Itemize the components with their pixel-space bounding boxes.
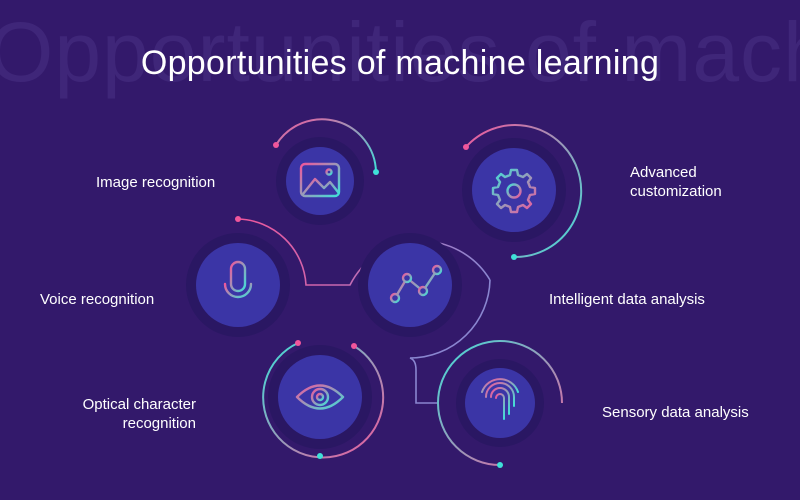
arc-dot-pink (295, 340, 301, 346)
node-image-recognition (273, 118, 379, 225)
microphone-icon (223, 260, 253, 310)
label-optical-character-recognition: Optical character recognition (82, 396, 196, 432)
arc-dot-pink (463, 144, 469, 150)
node-arc (437, 340, 563, 466)
node-advanced-customization (462, 124, 583, 260)
arc-dot-cyan (317, 453, 323, 459)
gear-icon (491, 168, 537, 214)
node-arc (275, 118, 377, 173)
fingerprint-icon (481, 378, 519, 422)
label-advanced-customization: Advanced customization (630, 164, 722, 200)
label-sensory-data-analysis: Sensory data analysis (602, 404, 749, 421)
node-disc (196, 243, 280, 327)
label-intelligent-data-analysis: Intelligent data analysis (549, 291, 705, 308)
node-intelligent-data-analysis (358, 233, 462, 337)
node-disc (286, 147, 354, 215)
node-arc (465, 124, 583, 259)
arc-dot-pink (273, 142, 279, 148)
label-image-recognition: Image recognition (96, 174, 216, 191)
eye-icon (295, 384, 345, 410)
node-disc (278, 355, 362, 439)
image-icon (299, 162, 341, 198)
node-optical-character-recognition (262, 340, 385, 459)
page-title: Opportunities of machine learning (140, 44, 660, 82)
connector-line (409, 279, 491, 404)
background-watermark-text: Opportunities of machine (0, 5, 800, 99)
line-chart-icon (389, 264, 443, 304)
arc-dot-cyan (511, 254, 517, 260)
node-disc (368, 243, 452, 327)
connector-line (237, 218, 491, 286)
node-voice-recognition (186, 216, 290, 337)
arc-dot-cyan (373, 169, 379, 175)
node-disc (472, 148, 556, 232)
label-voice-recognition: Voice recognition (40, 291, 155, 308)
arc-dot-cyan (497, 462, 503, 468)
arc-dot-pink (235, 216, 241, 222)
arc-dot-pink (351, 343, 357, 349)
node-sensory-data-analysis (437, 340, 563, 468)
